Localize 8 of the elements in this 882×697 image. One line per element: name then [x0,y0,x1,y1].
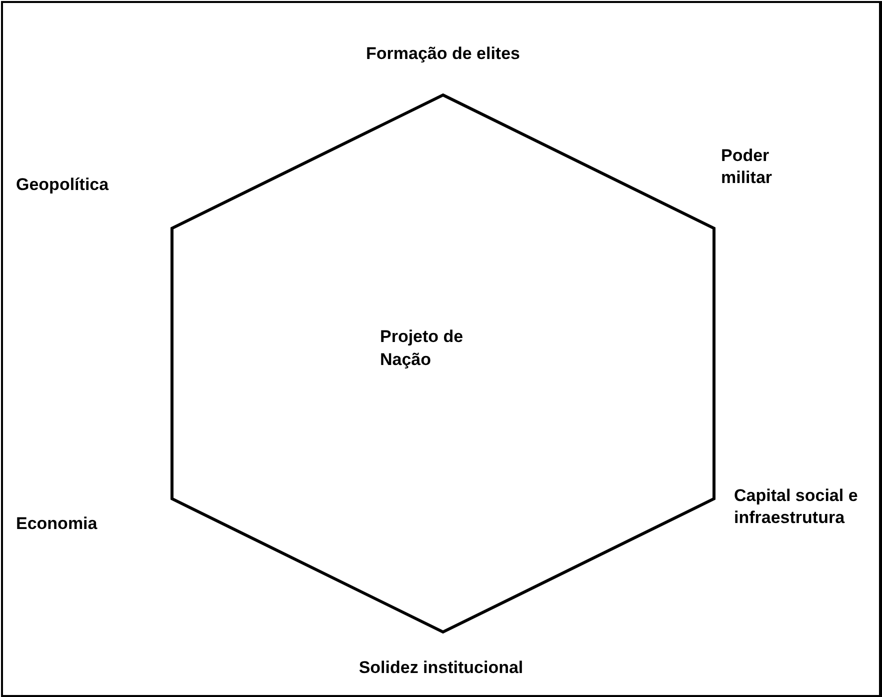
center-label: Projeto de Nação [380,326,464,371]
vertex-label: Geopolítica [16,174,110,196]
vertex-label: Economia [16,513,98,535]
vertex-label: Poder militar [721,145,774,189]
vertex-label: Capital social e infraestrutura [734,485,859,529]
vertex-label: Solidez institucional [358,657,524,679]
vertex-label: Formação de elites [364,43,521,65]
hexagon-shape [170,93,716,634]
